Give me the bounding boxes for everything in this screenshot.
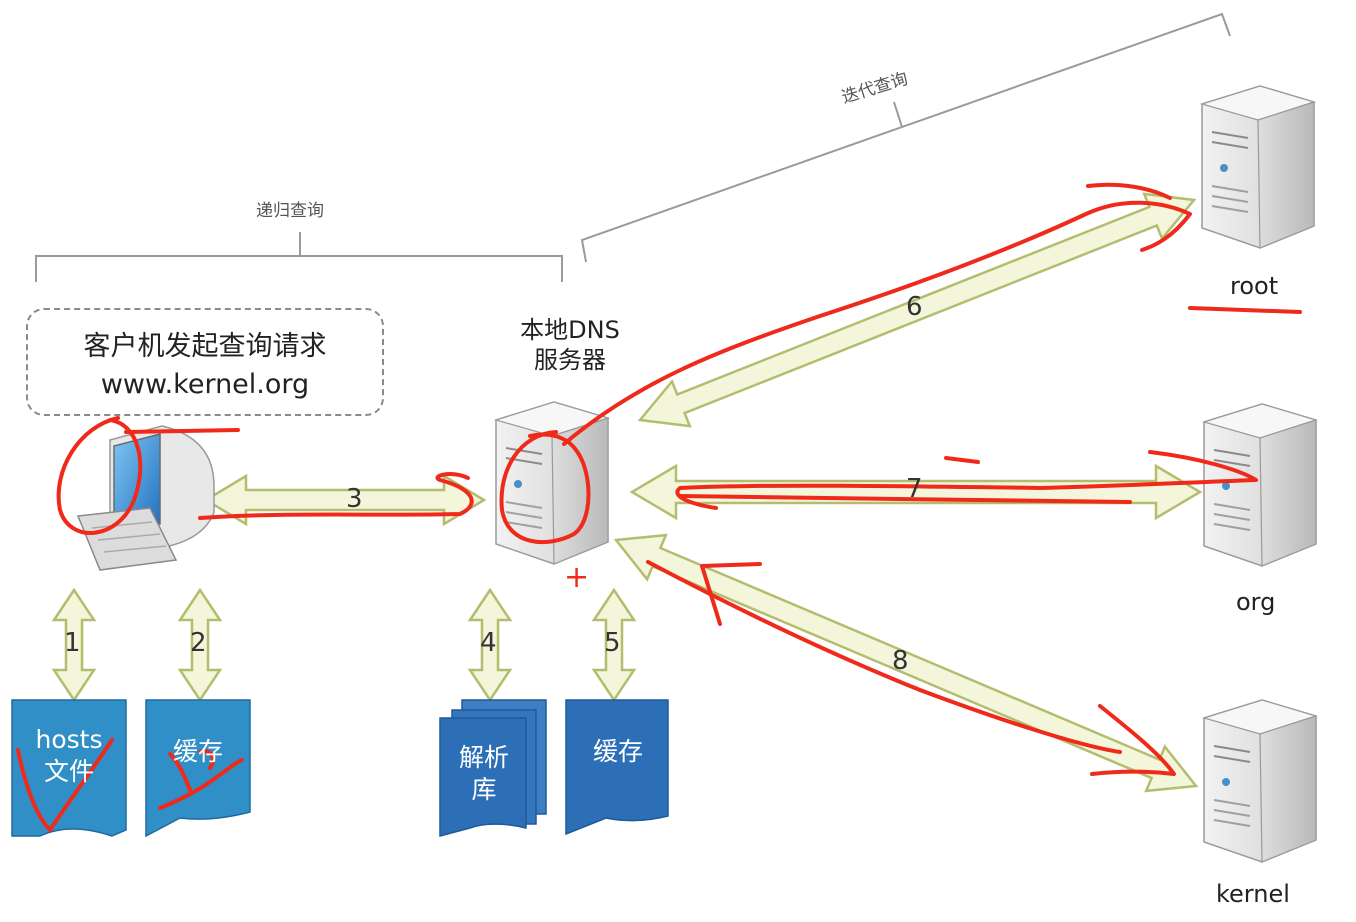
client-domain-text: www.kernel.org xyxy=(100,369,310,400)
step-4-label: 4 xyxy=(480,628,497,658)
root-server-icon xyxy=(1201,85,1315,249)
step6-pen-line xyxy=(562,200,1192,446)
root-server-label: root xyxy=(1230,272,1279,300)
local-dns-label-line1: 本地DNS xyxy=(520,316,620,344)
kernel-server-label: kernel xyxy=(1216,880,1290,908)
local-dns-label: 本地DNS 服务器 xyxy=(485,315,655,375)
hosts-file-label: hosts 文件 xyxy=(14,724,124,788)
step3-pen-line xyxy=(198,472,474,520)
hosts-file-label-line2: 文件 xyxy=(43,757,94,786)
root-underline-mark xyxy=(1188,306,1302,314)
step8-pen-line xyxy=(646,560,1122,754)
step-7-label: 7 xyxy=(906,474,923,504)
client-circle-mark xyxy=(56,416,143,535)
kernel-server-icon xyxy=(1203,699,1317,863)
hosts-file-doc xyxy=(11,699,127,837)
dns-circle-mark xyxy=(499,430,591,545)
client-query-box: 客户机发起查询请求 www.kernel.org xyxy=(26,308,384,416)
arrow-step-6 xyxy=(637,192,1197,428)
cache-check-mark xyxy=(168,752,192,792)
org-server-label: org xyxy=(1236,588,1276,616)
step-5-label: 5 xyxy=(604,628,621,658)
recursive-bracket xyxy=(35,232,563,282)
cache-check-mark-2 xyxy=(158,758,244,810)
resolution-db-label-line2: 库 xyxy=(471,775,497,804)
step7-pen-line xyxy=(675,450,1258,510)
arrow-step-7 xyxy=(629,463,1203,521)
step-1-label: 1 xyxy=(64,628,81,658)
step-8-label: 8 xyxy=(892,646,909,676)
resolution-db-label: 解析 库 xyxy=(444,742,524,806)
client-request-text: 客户机发起查询请求 xyxy=(83,331,327,362)
recursive-query-label: 递归查询 xyxy=(256,201,324,221)
hosts-file-label-line1: hosts xyxy=(35,725,103,754)
local-dns-label-line2: 服务器 xyxy=(534,346,606,374)
arrow-step-8 xyxy=(613,533,1199,793)
step8-pen-head xyxy=(700,562,762,626)
resolution-db-label-line1: 解析 xyxy=(458,743,509,772)
step7-pen-line-2 xyxy=(678,494,1132,504)
cache-swirl-mark xyxy=(198,749,215,770)
kernel-pen-mark xyxy=(1090,704,1176,776)
org-server-icon xyxy=(1203,403,1317,567)
client-computer-icon xyxy=(76,425,215,571)
step-6-label: 6 xyxy=(906,292,923,322)
plus-mark: + xyxy=(564,560,590,595)
client-cache-doc xyxy=(145,699,251,838)
client-underline-mark xyxy=(124,428,240,434)
pen-annotations xyxy=(16,182,1302,832)
resolution-db-doc xyxy=(439,699,547,837)
dns-cache-doc xyxy=(565,699,669,836)
iterative-bracket xyxy=(580,12,1231,263)
org-dash-mark xyxy=(944,456,980,464)
step-3-label: 3 xyxy=(346,484,363,514)
step-2-label: 2 xyxy=(190,628,207,658)
root-pen-mark xyxy=(1086,182,1172,200)
client-cache-label: 缓存 xyxy=(172,737,223,766)
hosts-check-mark xyxy=(16,738,114,832)
dns-cache-label: 缓存 xyxy=(592,737,643,766)
